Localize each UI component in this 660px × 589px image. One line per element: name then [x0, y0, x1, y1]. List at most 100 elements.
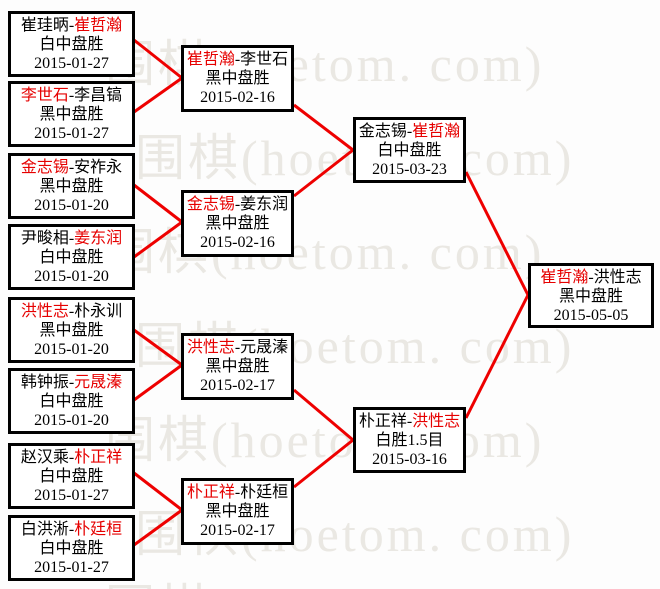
players-separator: - [68, 230, 75, 247]
watermark-text: 围棋(hoetom. com) [105, 224, 545, 280]
match-box-r3-2: 朴正祥-洪性志白胜1.5目 2015-03-16 [353, 407, 466, 473]
connector-line [133, 183, 183, 224]
match-players: 金志锡-安祚永 [11, 158, 132, 177]
match-box-r1-5: 洪性志-朴永训黑中盘胜 2015-01-20 [8, 297, 135, 363]
match-players: 白洪淅-朴廷桓 [11, 520, 132, 539]
players-separator: - [68, 374, 75, 391]
player1-name: 韩钟振 [20, 374, 69, 391]
match-box-r1-3: 金志锡-安祚永黑中盘胜 2015-01-20 [8, 153, 135, 219]
player1-name: 赵汉乘 [20, 449, 69, 466]
player2-name: 朴廷桓 [74, 521, 123, 538]
player1-name: 金志锡 [20, 159, 69, 176]
match-result: 白中盘胜 [39, 468, 104, 485]
match-date: 2015-03-23 [372, 161, 447, 178]
match-result: 黑中盘胜 [39, 106, 104, 123]
connector-line [133, 508, 183, 547]
match-box-r1-6: 韩钟振-元晟溱白中盘胜 2015-01-20 [8, 368, 135, 434]
match-players: 崔珪昞-崔哲瀚 [11, 16, 132, 35]
match-date: 2015-02-17 [200, 522, 275, 539]
player2-name: 李世石 [240, 51, 289, 68]
player2-name: 洪性志 [412, 413, 461, 430]
players-separator: - [406, 123, 413, 140]
connector-line [133, 38, 183, 80]
match-players: 崔哲瀚-洪性志 [531, 268, 651, 287]
connector-line [293, 438, 354, 489]
player2-name: 崔哲瀚 [412, 123, 461, 140]
match-date: 2015-01-27 [34, 559, 109, 576]
player2-name: 朴廷桓 [240, 484, 289, 501]
match-result: 黑中盘胜 [205, 70, 270, 87]
players-separator: - [68, 159, 75, 176]
connector-line [133, 471, 183, 512]
player2-name: 崔哲瀚 [74, 17, 123, 34]
connector-line [133, 220, 183, 259]
match-players: 尹畯相-姜东润 [11, 229, 132, 248]
player2-name: 洪性志 [593, 269, 642, 286]
match-result: 白中盘胜 [39, 249, 104, 266]
players-separator: - [588, 269, 594, 286]
player1-name: 朴正祥 [186, 484, 235, 501]
connector-line [293, 388, 354, 442]
match-result: 白中盘胜 [39, 393, 104, 410]
connector-line [464, 171, 530, 296]
match-date: 2015-03-16 [372, 451, 447, 468]
match-date: 2015-01-20 [34, 412, 109, 429]
player2-name: 元晟溱 [74, 374, 123, 391]
match-result: 黑中盘胜 [205, 358, 270, 375]
player1-name: 崔哲瀚 [186, 51, 235, 68]
match-date: 2015-01-20 [34, 268, 109, 285]
player1-name: 金志锡 [186, 196, 235, 213]
players-separator: - [68, 303, 75, 320]
player1-name: 洪性志 [186, 339, 235, 356]
match-date: 2015-01-27 [34, 125, 109, 142]
match-date: 2015-01-27 [34, 487, 109, 504]
connector-line [133, 363, 183, 402]
player1-name: 崔哲瀚 [540, 269, 589, 286]
players-separator: - [234, 484, 241, 501]
match-date: 2015-05-05 [553, 307, 629, 324]
match-result: 白胜1.5目 [375, 432, 444, 449]
connector-line [293, 148, 354, 198]
player2-name: 姜东润 [240, 196, 289, 213]
connector-line [293, 103, 354, 152]
match-players: 李世石-李昌镐 [11, 86, 132, 105]
match-box-r1-4: 尹畯相-姜东润白中盘胜 2015-01-20 [8, 224, 135, 290]
player2-name: 姜东润 [74, 230, 123, 247]
players-separator: - [234, 51, 241, 68]
match-date: 2015-01-20 [34, 197, 109, 214]
player1-name: 洪性志 [20, 303, 69, 320]
match-date: 2015-02-16 [200, 234, 275, 251]
match-result: 黑中盘胜 [558, 288, 623, 305]
players-separator: - [68, 17, 75, 34]
match-players: 金志锡-崔哲瀚 [356, 122, 463, 141]
match-result: 白中盘胜 [39, 540, 104, 557]
player1-name: 金志锡 [358, 123, 407, 140]
player1-name: 崔珪昞 [20, 17, 69, 34]
player2-name: 元晟溱 [240, 339, 289, 356]
players-separator: - [234, 339, 241, 356]
players-separator: - [68, 521, 75, 538]
match-players: 洪性志-朴永训 [11, 302, 132, 321]
player2-name: 李昌镐 [74, 87, 123, 104]
player1-name: 白洪淅 [20, 521, 69, 538]
match-result: 黑中盘胜 [39, 178, 104, 195]
player1-name: 李世石 [20, 87, 69, 104]
match-result: 黑中盘胜 [39, 322, 104, 339]
match-date: 2015-01-20 [34, 341, 109, 358]
players-separator: - [234, 196, 241, 213]
players-separator: - [406, 413, 413, 430]
connector-line [464, 294, 530, 419]
players-separator: - [68, 87, 75, 104]
match-players: 朴正祥-洪性志 [356, 412, 463, 431]
match-result: 白中盘胜 [377, 142, 442, 159]
